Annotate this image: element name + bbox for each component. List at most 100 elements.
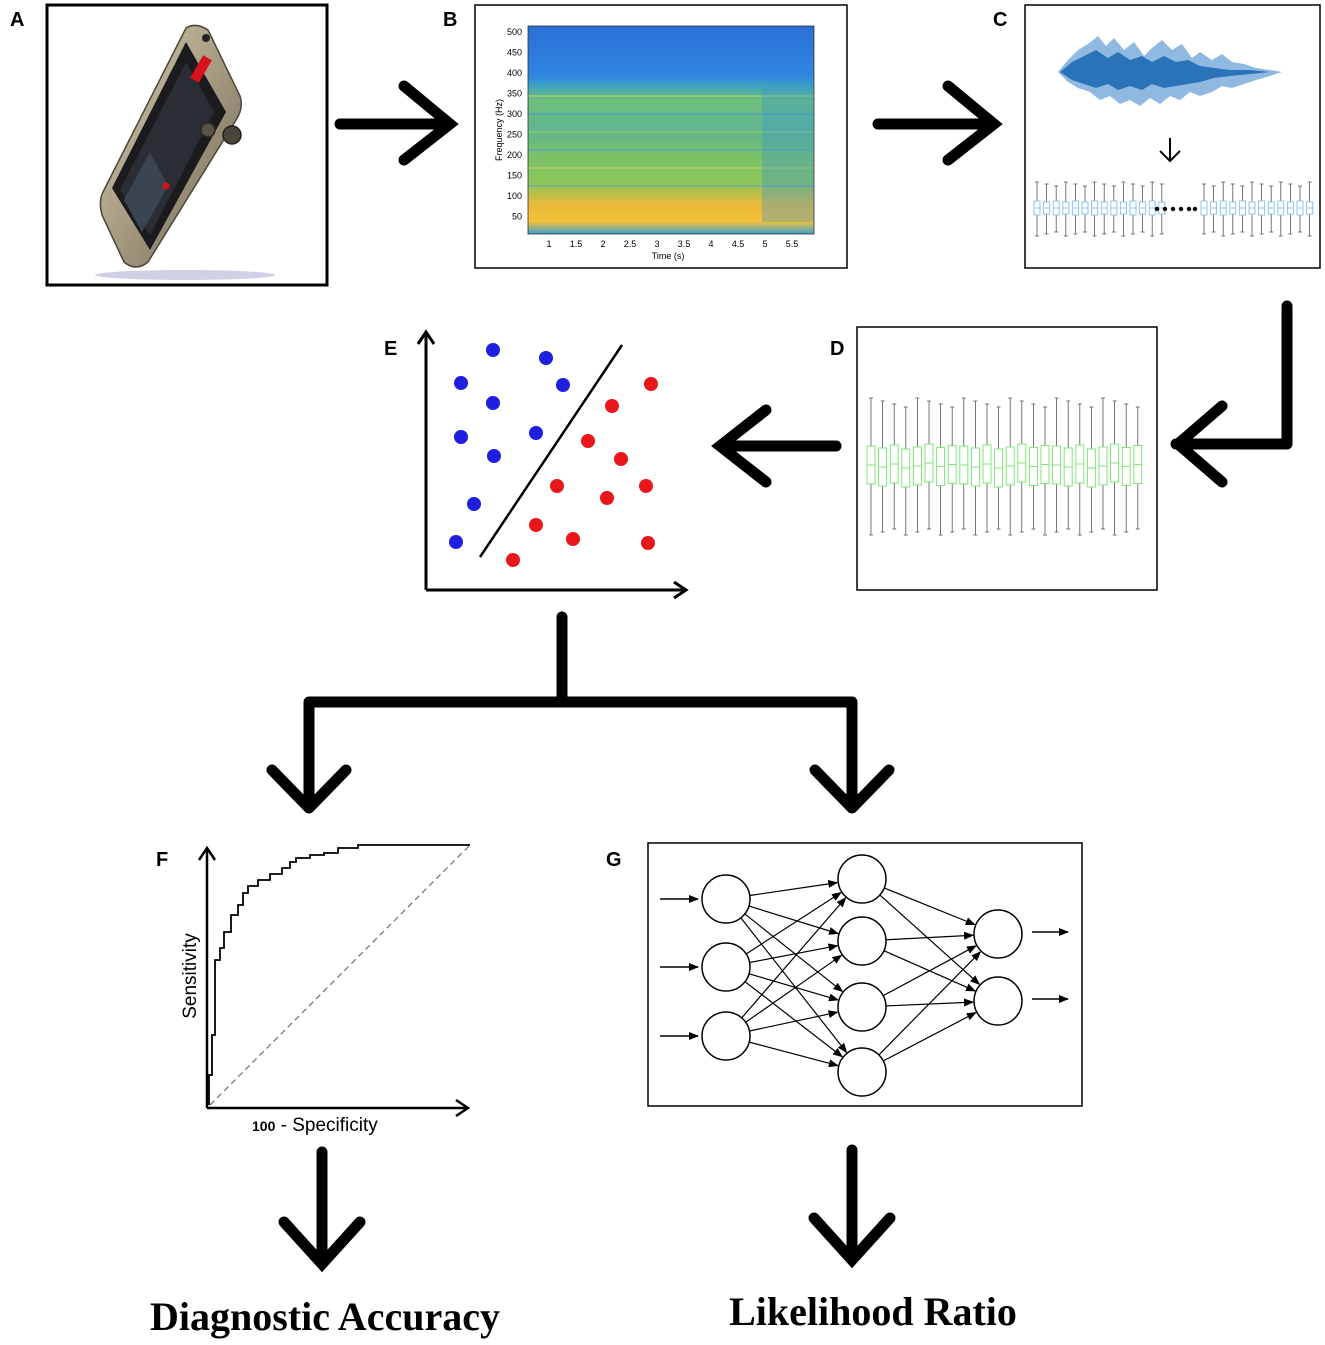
- network-edge: [749, 943, 839, 964]
- spectrogram-ytick: 50: [512, 212, 522, 222]
- boxplot: [1267, 185, 1275, 233]
- red-point: [600, 491, 614, 505]
- network-edge: [882, 945, 977, 997]
- class-b-points: [506, 377, 658, 567]
- boxplot: [1033, 181, 1041, 237]
- red-point: [506, 553, 520, 567]
- spectrogram-xtick: 5: [762, 239, 767, 249]
- boxplot: [1098, 397, 1108, 530]
- network-edge: [884, 887, 976, 926]
- down-arrow-icon: [1159, 138, 1181, 163]
- boxplot: [1110, 400, 1120, 536]
- arrow-g-to-likelihood: [808, 1144, 896, 1269]
- branch-connector: [266, 611, 895, 814]
- boxplot: [1119, 181, 1127, 237]
- network-node: [701, 874, 751, 924]
- boxplot: [1052, 397, 1062, 533]
- network-edge: [878, 951, 982, 1056]
- blue-point: [487, 449, 501, 463]
- spectrogram-xtick: 2.5: [624, 239, 637, 249]
- boxplot: [1238, 185, 1246, 233]
- red-point: [566, 532, 580, 546]
- network-nodes: [701, 854, 1023, 1097]
- blue-point: [454, 376, 468, 390]
- boxplot: [947, 406, 957, 533]
- blue-point: [467, 497, 481, 511]
- network-node: [837, 854, 887, 904]
- boxplot: [1139, 185, 1147, 233]
- spectrogram-ytick: 150: [507, 171, 522, 181]
- network-edge: [745, 954, 843, 1023]
- boxplot: [1306, 181, 1314, 237]
- spectrogram-xtick: 1: [546, 239, 551, 249]
- arrow-b-to-c: [872, 80, 1003, 166]
- panel-label-d: D: [830, 338, 844, 360]
- recorder-device-illustration: [95, 24, 275, 280]
- feature-boxplots-selected: [866, 397, 1143, 536]
- spectrogram-ytick: 400: [507, 68, 522, 78]
- spectrogram-ytick: 450: [507, 48, 522, 58]
- spectrogram: [527, 25, 815, 235]
- boxplot: [1086, 406, 1096, 533]
- boxplot: [924, 400, 934, 530]
- boxplot: [1200, 183, 1208, 235]
- boxplot: [1063, 400, 1073, 530]
- boxplot: [936, 403, 946, 536]
- network-edge: [740, 917, 848, 1054]
- spectrogram-ytick: 300: [507, 109, 522, 119]
- spectrogram-ylabel: Frequency (Hz): [494, 99, 504, 161]
- boxplot: [1071, 183, 1079, 235]
- boxplot: [1043, 183, 1051, 235]
- feature-boxplots-small: [1033, 181, 1314, 237]
- boxplot: [1052, 185, 1060, 233]
- boxplot: [1040, 406, 1050, 536]
- boxplot: [1148, 181, 1156, 237]
- spectrogram-xlabel: Time (s): [652, 251, 685, 261]
- red-point: [644, 377, 658, 391]
- spectrogram-ytick: 250: [507, 130, 522, 140]
- network-edge: [748, 973, 839, 1002]
- arrow-c-to-d: [1170, 300, 1293, 488]
- boxplot: [959, 397, 969, 530]
- spectrogram-ytick: 200: [507, 150, 522, 160]
- boxplot: [1017, 400, 1027, 533]
- network-edge: [749, 1010, 839, 1032]
- network-node: [701, 942, 751, 992]
- boxplot: [1091, 181, 1099, 237]
- network-edge: [744, 981, 844, 1058]
- network-edge: [749, 1041, 839, 1068]
- boxplot: [1028, 403, 1038, 530]
- spectrogram-xtick: 3.5: [678, 239, 691, 249]
- red-point: [581, 434, 595, 448]
- network-edges: [660, 879, 1069, 1068]
- network-edge: [882, 1012, 977, 1062]
- boxplot: [1062, 181, 1070, 237]
- boxplot: [1075, 403, 1085, 536]
- spectrogram-xtick: 4: [708, 239, 713, 249]
- spectrogram-xtick: 2: [600, 239, 605, 249]
- roc-axes: [197, 845, 471, 1118]
- network-edge: [744, 913, 844, 993]
- red-point: [639, 479, 653, 493]
- network-node: [973, 976, 1023, 1026]
- boxplot: [1248, 181, 1256, 237]
- roc-xlabel-text: - Specificity: [275, 1115, 378, 1136]
- boxplot: [1277, 181, 1285, 237]
- blue-point: [449, 535, 463, 549]
- boxplot: [889, 403, 899, 530]
- spectrogram-ytick: 350: [507, 89, 522, 99]
- outcome-likelihood-ratio: Likelihood Ratio: [729, 1289, 1017, 1334]
- arrow-a-to-b: [334, 80, 459, 166]
- network-node: [973, 909, 1023, 959]
- panel-label-b: B: [443, 9, 457, 31]
- arrow-d-to-e: [711, 404, 842, 488]
- outcome-diagnostic-accuracy: Diagnostic Accuracy: [150, 1294, 500, 1339]
- boxplot: [982, 403, 992, 533]
- boxplot: [994, 406, 1004, 530]
- scatter-axes: [416, 329, 689, 600]
- boxplot: [1100, 183, 1108, 235]
- boxplot: [1110, 185, 1118, 233]
- boxplot: [1129, 183, 1137, 235]
- network-edge: [885, 931, 975, 941]
